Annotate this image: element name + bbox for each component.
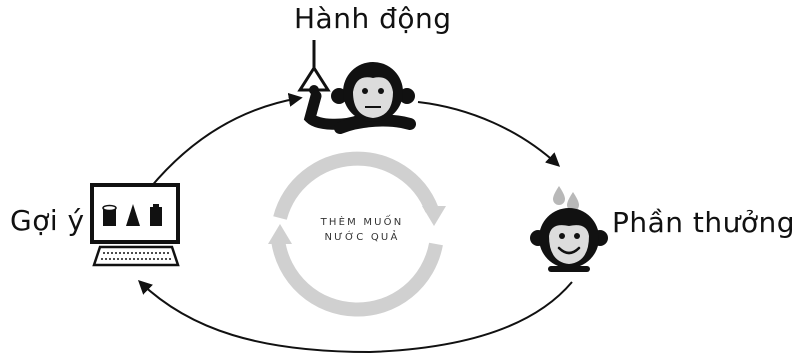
happy-monkey-icon [530,208,608,272]
craving-label-line1: THÈM MUỐN [292,215,432,230]
reward-label: Phần thưởng [612,206,795,239]
action-label: Hành động [294,2,452,35]
arrow-reward-to-cue [140,282,572,352]
cue-label: Gợi ý [10,204,85,237]
arrow-cue-to-action [150,98,300,188]
craving-label: THÈM MUỐN NƯỚC QUẢ [292,215,432,245]
arrow-action-to-reward [418,102,558,165]
monkey-pulling-lever-icon [300,40,415,128]
computer-screen-icon [92,185,178,265]
craving-label-line2: NƯỚC QUẢ [292,230,432,245]
